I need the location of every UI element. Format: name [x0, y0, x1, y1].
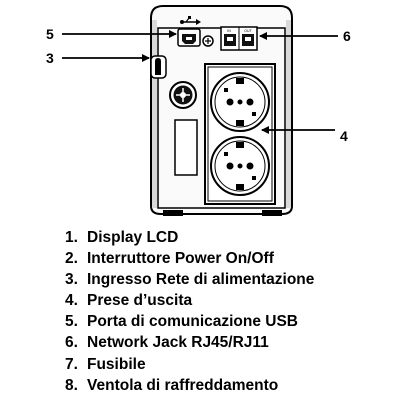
callout-number-4: 4 [340, 128, 348, 144]
legend-item: 3.Ingresso Rete di alimentazione [65, 271, 315, 289]
component-legend: 1.Display LCD 2.Interruttore Power On/Of… [65, 227, 314, 396]
fuse-holder [202, 35, 214, 47]
legend-item: 4.Prese d’uscita [65, 292, 193, 310]
display-lcd [174, 119, 198, 176]
callout-number-5: 5 [46, 26, 54, 42]
jack-in-label: IN [227, 29, 231, 33]
legend-item: 6.Network Jack RJ45/RJ11 [65, 334, 269, 352]
callout-number-6: 6 [343, 28, 351, 44]
cooling-fan [169, 81, 197, 109]
legend-item: 7.Fusibile [65, 355, 146, 373]
callout-number-3: 3 [46, 50, 54, 66]
power-inlet [150, 55, 167, 79]
legend-item: 1.Display LCD [65, 229, 179, 246]
legend-item: 5.Porta di comunicazione USB [65, 313, 299, 331]
network-jack-rj45-rj11: IN OUT [220, 26, 258, 51]
legend-item: 8.Ventola di raffreddamento [65, 376, 279, 394]
usb-port [177, 28, 201, 47]
ups-rear-panel-diagram: IN OUT [46, 5, 351, 216]
output-socket-lower [210, 136, 270, 196]
usb-symbol-icon [180, 16, 201, 25]
output-socket-upper [210, 72, 270, 132]
jack-out-label: OUT [244, 29, 252, 33]
legend-item: 2.Interruttore Power On/Off [65, 250, 274, 268]
